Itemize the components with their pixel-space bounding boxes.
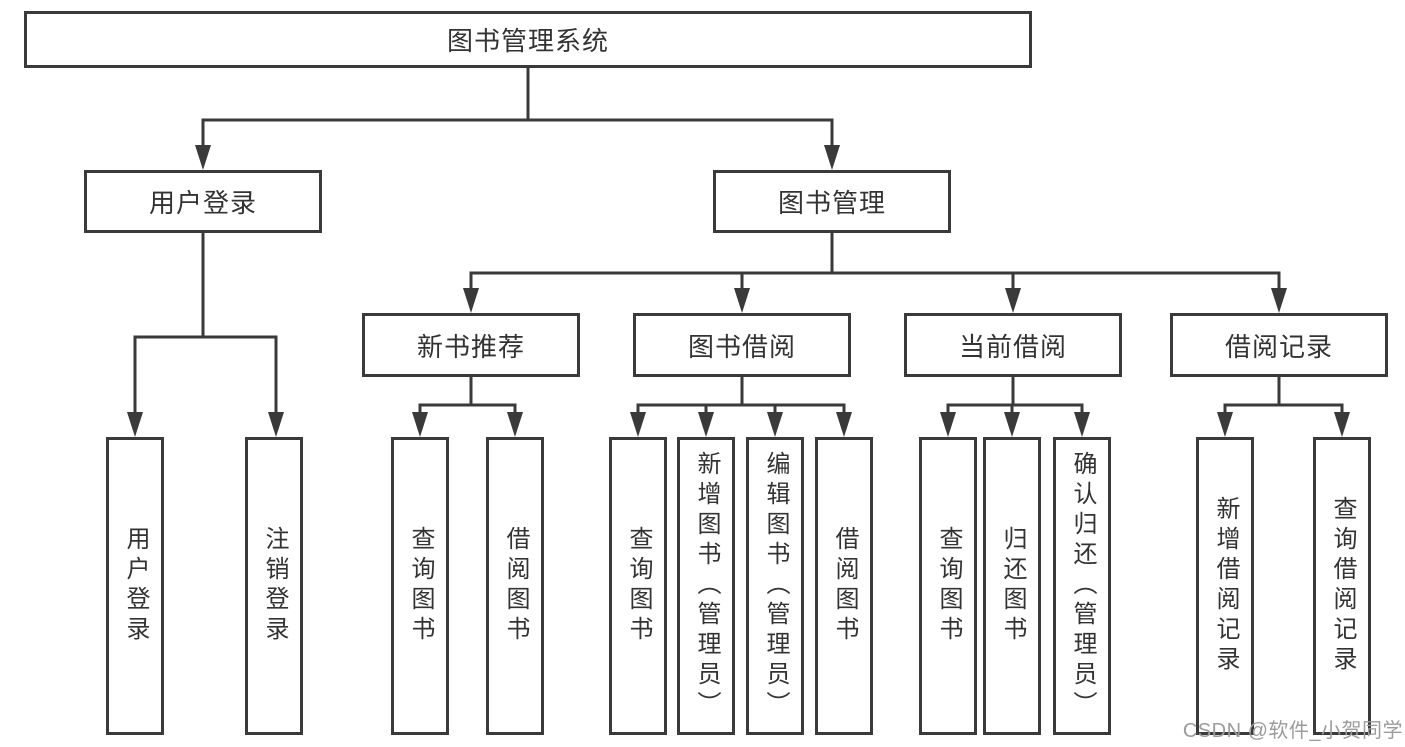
arrow-down-icon <box>940 412 956 437</box>
leaf-query-borrow-record: 查询借阅记录 <box>1313 437 1371 735</box>
node-new-book-recommend-label: 新书推荐 <box>416 331 525 362</box>
connector-current-borrow <box>940 377 1090 437</box>
leaf-query-books-recommend: 查询图书 <box>391 437 449 735</box>
arrow-down-icon <box>463 288 479 313</box>
leaf-query-books-current-label: 查询图书 <box>935 526 962 646</box>
connector-book-management <box>463 233 1287 313</box>
arrow-down-icon <box>1334 412 1350 437</box>
node-book-borrow-label: 图书借阅 <box>687 331 796 362</box>
arrow-down-icon <box>268 412 284 437</box>
leaf-query-books-current: 查询图书 <box>919 437 977 735</box>
node-user-login-label: 用户登录 <box>148 188 257 218</box>
arrow-down-icon <box>734 288 750 313</box>
arrow-down-icon <box>1005 288 1021 313</box>
connector-root <box>195 68 840 170</box>
connector-user-login <box>127 233 284 437</box>
arrow-down-icon <box>767 412 783 437</box>
arrow-down-icon <box>412 412 428 437</box>
leaf-borrow-books-recommend: 借阅图书 <box>486 437 544 735</box>
node-book-borrow: 图书借阅 <box>633 313 851 377</box>
node-borrow-records: 借阅记录 <box>1170 313 1388 377</box>
leaf-query-books-recommend-label: 查询图书 <box>407 526 434 646</box>
arrow-down-icon <box>1271 288 1287 313</box>
arrow-down-icon <box>507 412 523 437</box>
leaf-add-book-admin-label: 新增图书（管理员） <box>693 451 720 721</box>
arrow-down-icon <box>127 412 143 437</box>
leaf-add-book-admin: 新增图书（管理员） <box>677 437 735 735</box>
node-root: 图书管理系统 <box>24 11 1032 68</box>
leaf-edit-book-admin: 编辑图书（管理员） <box>746 437 804 735</box>
leaf-edit-book-admin-label: 编辑图书（管理员） <box>762 451 789 721</box>
arrow-down-icon <box>630 412 646 437</box>
node-root-label: 图书管理系统 <box>446 26 609 56</box>
node-book-management-label: 图书管理 <box>777 188 886 218</box>
leaf-return-book-label: 归还图书 <box>999 526 1026 646</box>
arrow-down-icon <box>1004 412 1020 437</box>
leaf-confirm-return-admin-label: 确认归还（管理员） <box>1069 451 1096 721</box>
arrow-down-icon <box>195 145 211 170</box>
leaf-user-login-label: 用户登录 <box>122 526 149 646</box>
arrow-down-icon <box>1217 412 1233 437</box>
leaf-add-borrow-record-label: 新增借阅记录 <box>1212 496 1239 676</box>
node-new-book-recommend: 新书推荐 <box>362 313 580 377</box>
leaf-return-book: 归还图书 <box>983 437 1041 735</box>
node-book-management: 图书管理 <box>713 170 951 233</box>
leaf-query-borrow-record-label: 查询借阅记录 <box>1329 496 1356 676</box>
leaf-query-books-borrow-label: 查询图书 <box>625 526 652 646</box>
leaf-logout-login-label: 注销登录 <box>261 526 288 646</box>
leaf-user-login: 用户登录 <box>106 437 164 735</box>
leaf-borrow-books-borrow-label: 借阅图书 <box>831 526 858 646</box>
leaf-query-books-borrow: 查询图书 <box>609 437 667 735</box>
leaf-borrow-books-borrow: 借阅图书 <box>815 437 873 735</box>
leaf-add-borrow-record: 新增借阅记录 <box>1196 437 1254 735</box>
node-current-borrow: 当前借阅 <box>904 313 1122 377</box>
connector-borrow-records <box>1217 377 1350 437</box>
arrow-down-icon <box>836 412 852 437</box>
node-user-login: 用户登录 <box>84 170 322 233</box>
node-borrow-records-label: 借阅记录 <box>1224 331 1333 362</box>
watermark: CSDN @软件_小贺同学 <box>1182 720 1403 742</box>
node-current-borrow-label: 当前借阅 <box>958 331 1067 362</box>
connector-book-borrow <box>630 377 852 437</box>
arrow-down-icon <box>824 145 840 170</box>
arrow-down-icon <box>1074 412 1090 437</box>
leaf-logout-login: 注销登录 <box>245 437 303 735</box>
leaf-confirm-return-admin: 确认归还（管理员） <box>1053 437 1111 735</box>
connector-new-book-recommend <box>412 377 523 437</box>
leaf-borrow-books-recommend-label: 借阅图书 <box>502 526 529 646</box>
arrow-down-icon <box>698 412 714 437</box>
